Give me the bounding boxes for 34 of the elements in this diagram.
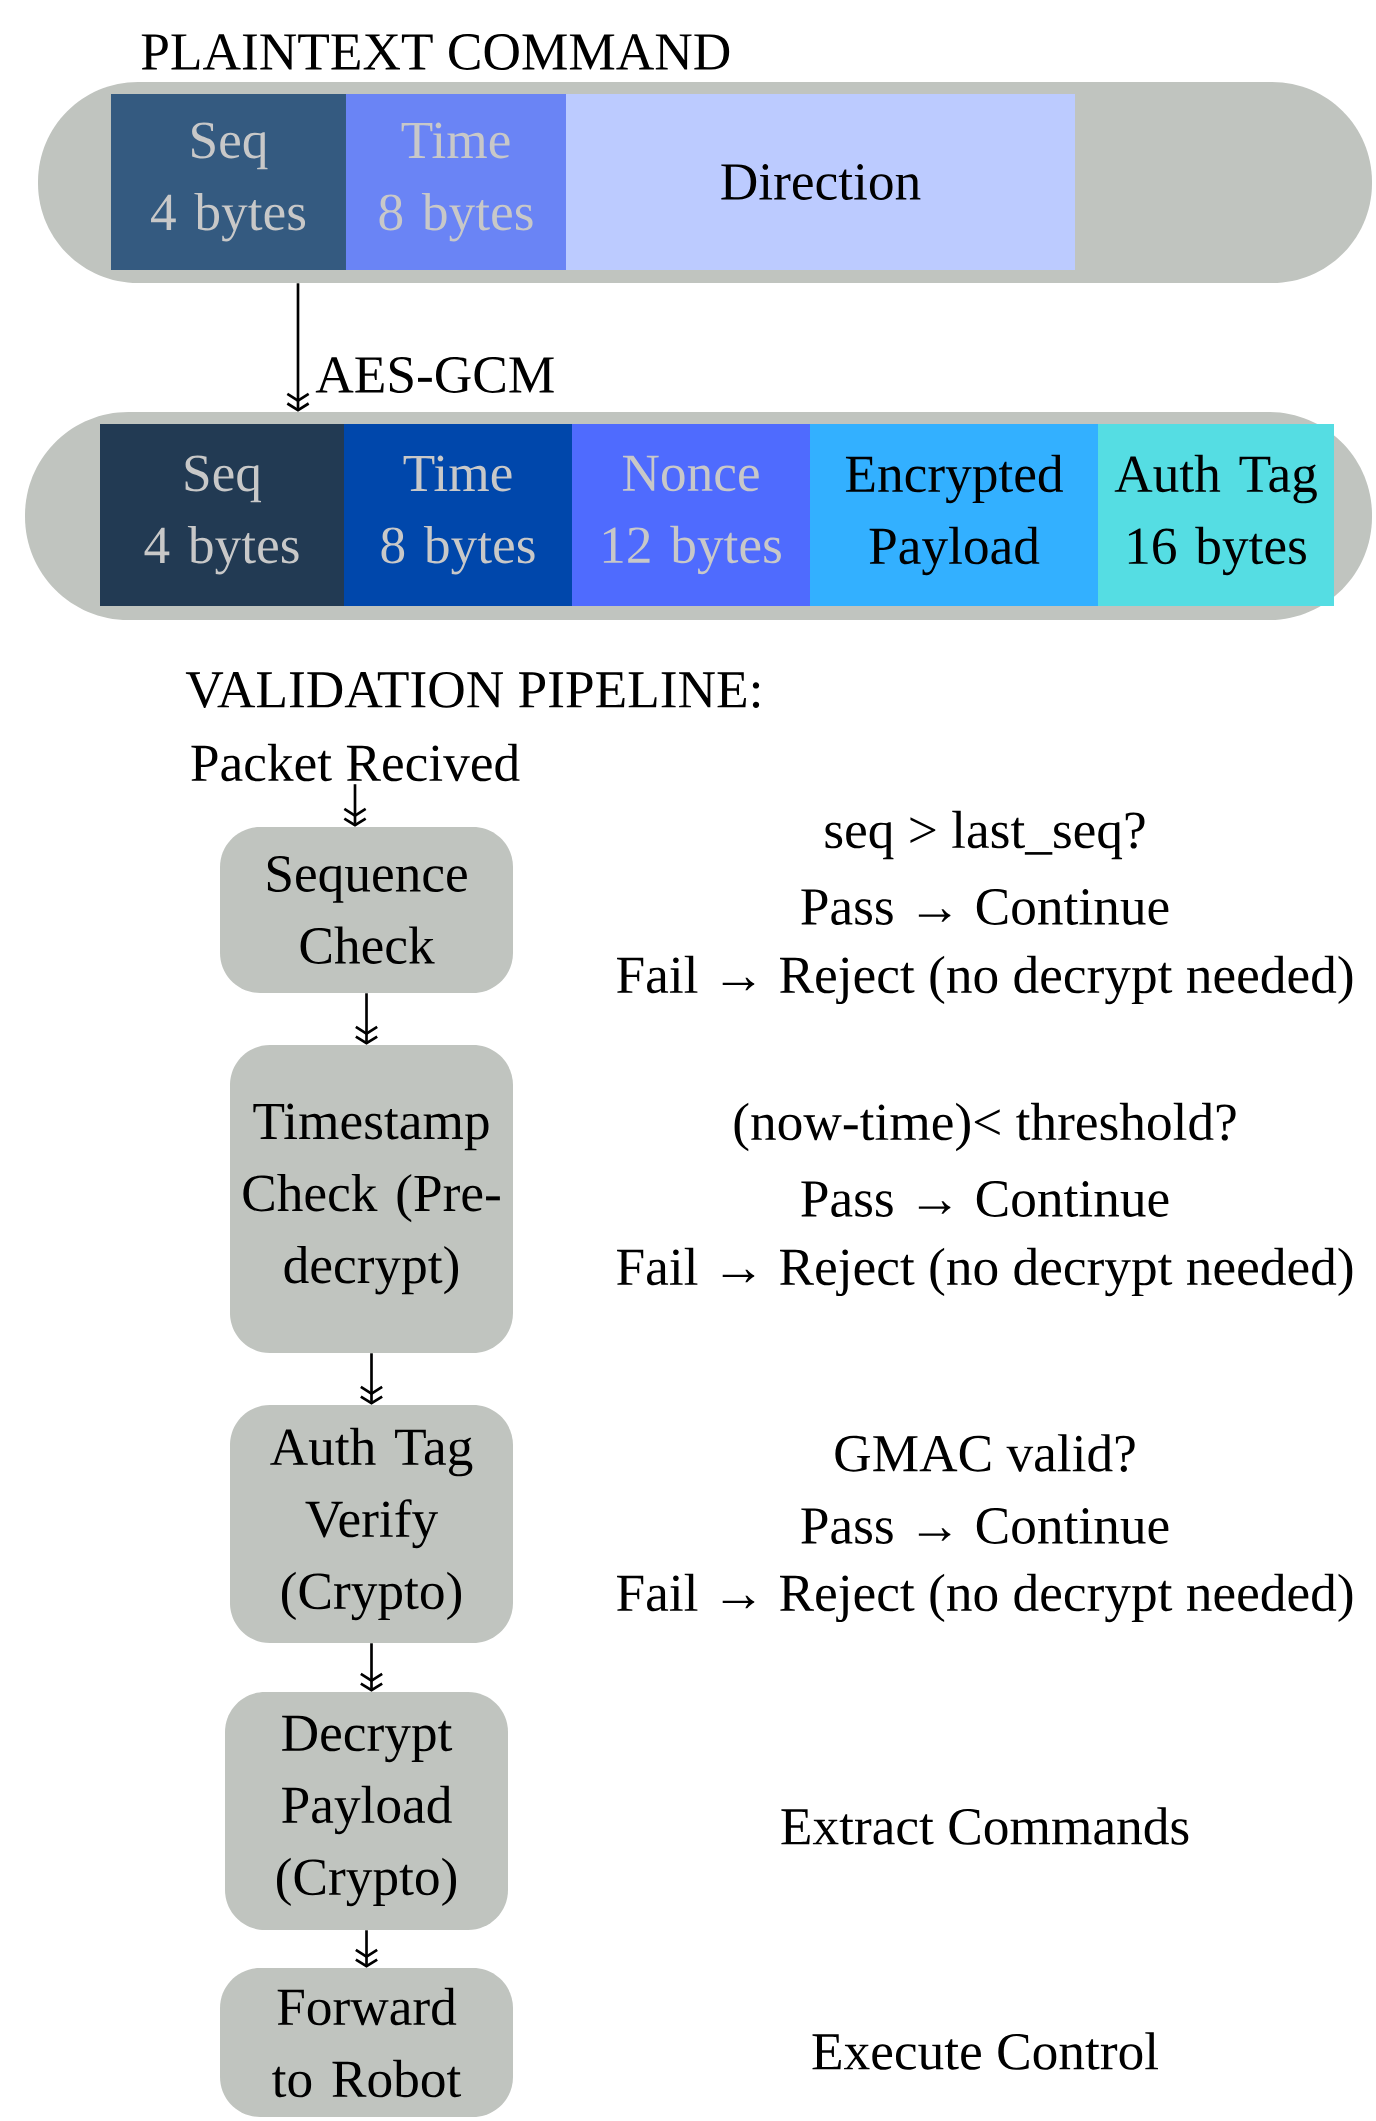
arrow: [286, 283, 310, 412]
field-cell: Time 8 bytes: [344, 424, 572, 606]
arrow: [355, 993, 378, 1045]
band-heading: PLAINTEXT COMMAND: [141, 34, 730, 70]
field-cell: Seq 4 bytes: [100, 424, 344, 606]
check-note: GMAC valid?: [835, 1434, 1135, 1472]
field-cell: Seq 4 bytes: [111, 94, 346, 270]
check-note: Pass → Continue: [801, 1181, 1169, 1217]
field-cell: Auth Tag 16 bytes: [1098, 424, 1334, 606]
check-note: (now-time)< threshold?: [734, 1102, 1236, 1152]
arrow: [360, 1643, 383, 1692]
arrow: [343, 784, 367, 827]
check-note: Pass → Continue: [801, 1508, 1169, 1544]
arrow: [355, 1930, 378, 1968]
process-box: Sequence Check: [220, 827, 513, 993]
field-cell: Nonce 12 bytes: [572, 424, 810, 606]
check-note: Fail → Reject (no decrypt needed): [617, 1573, 1353, 1623]
arrow: [360, 1353, 383, 1405]
field-cell: Time 8 bytes: [346, 94, 566, 270]
process-box: Forward to Robot: [220, 1968, 513, 2118]
start-text: Packet Recived: [191, 743, 520, 782]
section-heading: VALIDATION PIPELINE:: [185, 671, 760, 709]
check-note: Pass → Continue: [801, 889, 1169, 925]
check-note: seq > last_seq?: [825, 810, 1145, 860]
check-note: Execute Control: [812, 2032, 1158, 2070]
check-note: Extract Commands: [781, 1807, 1189, 1845]
check-note: Fail → Reject (no decrypt needed): [617, 1247, 1353, 1297]
band-heading: AES-GCM: [315, 357, 554, 393]
field-cell: Direction: [566, 94, 1075, 270]
process-box: Decrypt Payload (Crypto): [225, 1692, 508, 1930]
process-box: Timestamp Check (Pre-decrypt): [230, 1045, 513, 1353]
process-box: Auth Tag Verify (Crypto): [230, 1405, 513, 1643]
check-note: Fail → Reject (no decrypt needed): [617, 955, 1353, 1005]
field-cell: Encrypted Payload: [810, 424, 1098, 606]
